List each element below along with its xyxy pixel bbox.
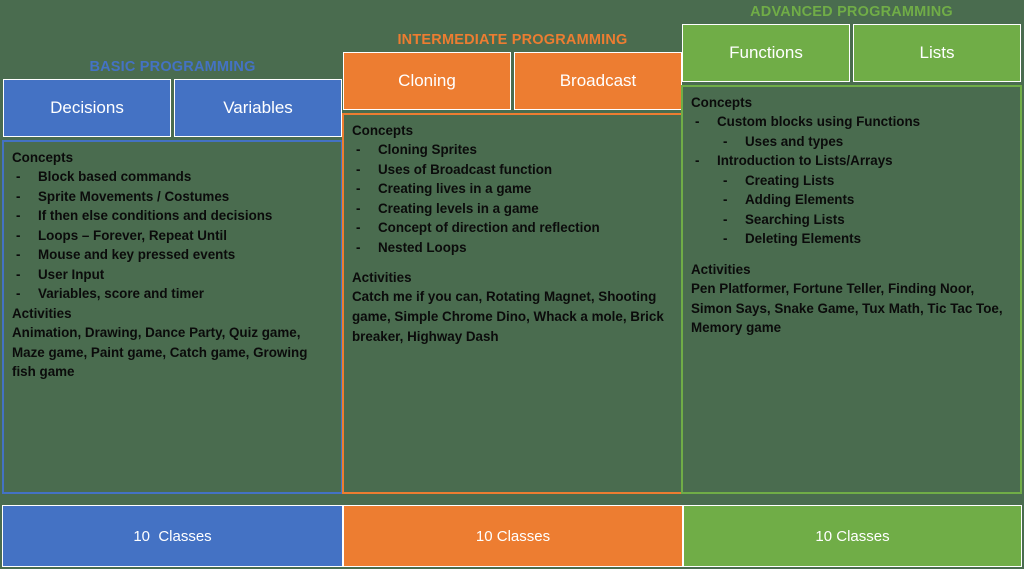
list-item: User Input (12, 265, 333, 285)
topic-cell-lists[interactable]: Lists (853, 24, 1021, 82)
section-title-advanced: ADVANCED PROGRAMMING (750, 4, 953, 20)
activities-heading: Activities (352, 270, 412, 286)
activities-text-intermediate: Catch me if you can, Rotating Magnet, Sh… (352, 289, 664, 344)
list-item: Custom blocks using Functions (691, 112, 1012, 132)
topic-row-intermediate: Cloning Broadcast (342, 52, 683, 110)
list-item: Uses of Broadcast function (352, 160, 673, 180)
list-item: Creating lives in a game (352, 179, 673, 199)
topic-label: Broadcast (559, 71, 637, 90)
list-item: Deleting Elements (691, 229, 1012, 249)
footer-classes-advanced: 10 Classes (683, 505, 1022, 567)
list-item: Adding Elements (691, 190, 1012, 210)
list-item: Loops – Forever, Repeat Until (12, 226, 333, 246)
body-panel-intermediate: Concepts Cloning Sprites Uses of Broadca… (342, 113, 683, 494)
activities-heading: Activities (12, 305, 72, 321)
list-item: Introduction to Lists/Arrays (691, 151, 1012, 171)
topic-label: Decisions (50, 98, 124, 117)
list-item: Cloning Sprites (352, 140, 673, 160)
activities-text-basic: Animation, Drawing, Dance Party, Quiz ga… (12, 325, 308, 380)
topic-cell-decisions[interactable]: Decisions (3, 79, 171, 137)
topic-cell-variables[interactable]: Variables (174, 79, 342, 137)
topic-label: Variables (223, 98, 293, 117)
topic-cell-cloning[interactable]: Cloning (343, 52, 511, 110)
concepts-heading: Concepts (691, 95, 753, 110)
list-item: Creating Lists (691, 171, 1012, 191)
activities-text-advanced: Pen Platformer, Fortune Teller, Finding … (691, 281, 1003, 336)
topic-row-advanced: Functions Lists (681, 24, 1022, 82)
concepts-list-intermediate: Cloning Sprites Uses of Broadcast functi… (352, 140, 673, 257)
footer-classes-basic: 10 Classes (2, 505, 343, 567)
list-item: Concept of direction and reflection (352, 218, 673, 238)
section-title-intermediate: INTERMEDIATE PROGRAMMING (397, 32, 628, 48)
column-basic-programming: BASIC PROGRAMMING Decisions Variables Co… (2, 57, 343, 494)
column-advanced-programming: ADVANCED PROGRAMMING Functions Lists Con… (681, 2, 1022, 494)
list-item: Uses and types (691, 132, 1012, 152)
list-item: Sprite Movements / Costumes (12, 187, 333, 207)
topic-label: Cloning (398, 71, 456, 90)
list-item: If then else conditions and decisions (12, 206, 333, 226)
topic-label: Lists (919, 43, 955, 62)
activities-heading: Activities (691, 261, 751, 277)
footer-classes-intermediate: 10 Classes (343, 505, 683, 567)
topic-cell-broadcast[interactable]: Broadcast (514, 52, 682, 110)
concepts-list-basic: Block based commands Sprite Movements / … (12, 167, 333, 304)
concepts-list-advanced: Custom blocks using Functions Uses and t… (691, 112, 1012, 249)
body-panel-basic: Concepts Block based commands Sprite Mov… (2, 140, 343, 494)
list-item: Nested Loops (352, 238, 673, 258)
body-panel-advanced: Concepts Custom blocks using Functions U… (681, 85, 1022, 494)
topic-label: Functions (729, 43, 803, 62)
section-title-basic: BASIC PROGRAMMING (89, 59, 256, 75)
list-item: Block based commands (12, 167, 333, 187)
list-item: Creating levels in a game (352, 199, 673, 219)
list-item: Searching Lists (691, 210, 1012, 230)
concepts-heading: Concepts (352, 123, 414, 138)
list-item: Mouse and key pressed events (12, 245, 333, 265)
topic-row-basic: Decisions Variables (2, 79, 343, 137)
column-intermediate-programming: INTERMEDIATE PROGRAMMING Cloning Broadca… (342, 30, 683, 494)
concepts-heading: Concepts (12, 150, 74, 165)
topic-cell-functions[interactable]: Functions (682, 24, 850, 82)
list-item: Variables, score and timer (12, 284, 333, 304)
